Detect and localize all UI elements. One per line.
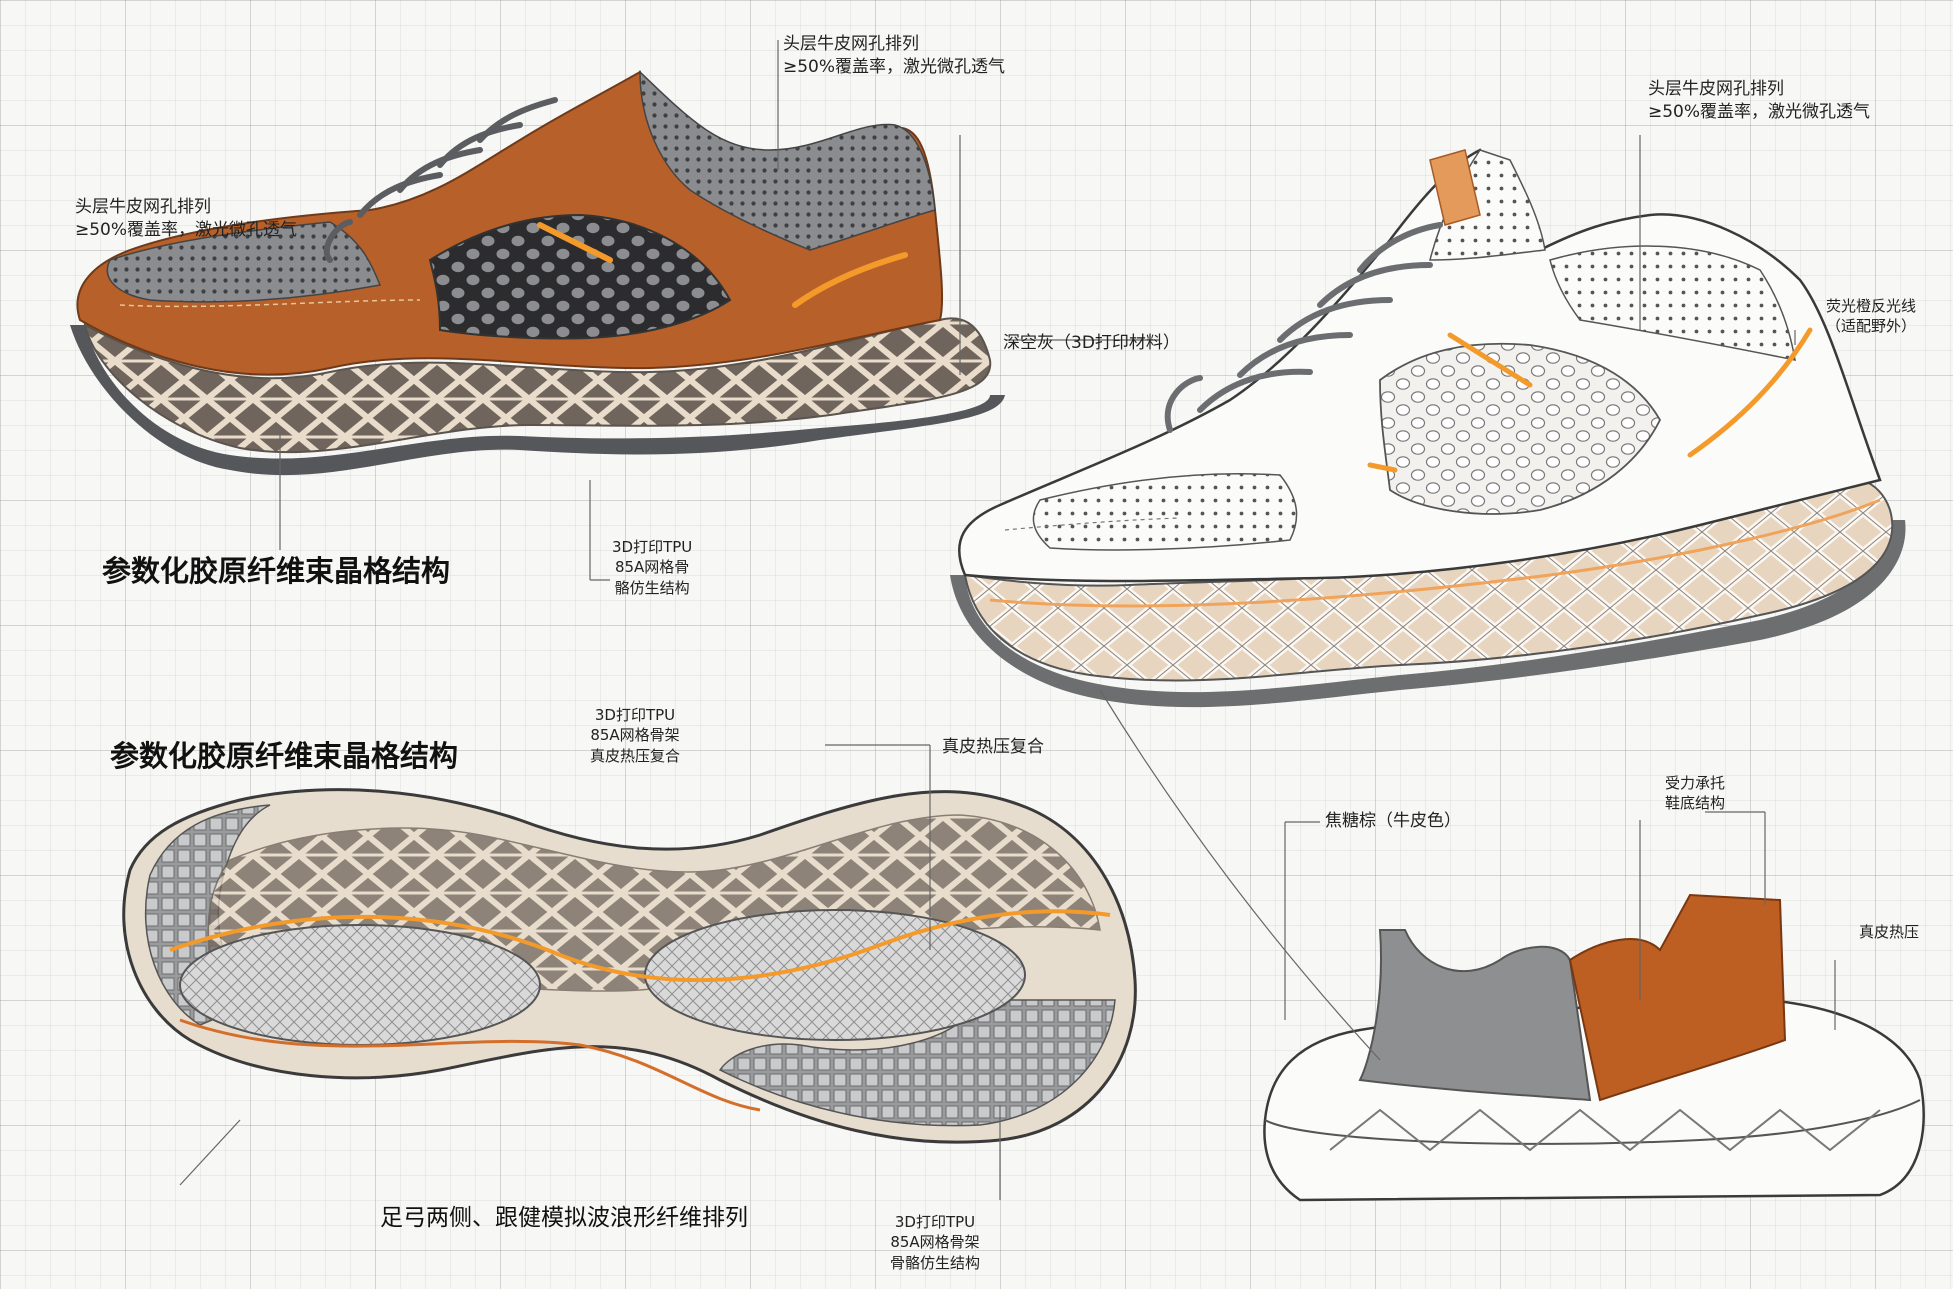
heel-sketch-lattice xyxy=(1329,1108,1881,1152)
callout-line: 骨骼仿生结构 xyxy=(890,1253,981,1272)
callout-mesh-top-center: 头层牛皮网孔排列 ≥50%覆盖率，激光微孔透气 xyxy=(783,33,1005,79)
leader-lines xyxy=(179,40,1836,1200)
sole-bottom-view xyxy=(122,788,1137,1144)
callout-caramel: 焦糖棕（牛皮色） xyxy=(1325,811,1461,831)
title-lattice-upper: 参数化胶原纤维束晶格结构 xyxy=(102,554,451,588)
laces xyxy=(323,97,558,263)
forefoot-insert-mesh xyxy=(644,909,1026,1041)
callout-support: 受力承托 鞋底结构 xyxy=(1665,773,1725,814)
callout-tpu-bottom: 3D打印TPU 85A网格骨架 骨骼仿生结构 xyxy=(890,1212,980,1273)
callout-line: 头层牛皮网孔排列 xyxy=(75,197,211,217)
caption-arch-fiber: 足弓两侧、跟健模拟波浪形纤维排列 xyxy=(380,1205,748,1231)
callout-leather-press: 真皮热压 xyxy=(1859,923,1920,941)
tongue-tab xyxy=(1429,149,1481,226)
callout-dark-grey: 深空灰（3D打印材料） xyxy=(1003,333,1180,353)
callout-line: 3D打印TPU xyxy=(594,706,676,724)
laces-sketch xyxy=(1164,222,1443,433)
reflective-line-sketch-1 xyxy=(1447,332,1533,388)
callout-tpu-upper: 3D打印TPU 85A网格骨 骼仿生结构 xyxy=(612,537,692,598)
callout-line: 头层牛皮网孔排列 xyxy=(1648,79,1784,99)
midsole-orange-line xyxy=(989,498,1881,608)
heel-colorblock-sketch xyxy=(1263,893,1925,1202)
callout-line: ≥50%覆盖率，激光微孔透气 xyxy=(783,56,1006,77)
callout-line: 头层牛皮网孔排列 xyxy=(783,34,919,54)
callout-leather-composite: 真皮热压复合 xyxy=(942,737,1044,757)
sole-orange-line xyxy=(169,909,1111,983)
sole-edge-line xyxy=(179,1018,761,1112)
outsole-rubber xyxy=(70,325,1005,476)
callout-line: 3D打印TPU xyxy=(894,1213,976,1231)
collar-mesh xyxy=(639,70,936,251)
heel-orange-panel xyxy=(1568,893,1787,1102)
shoe-perspective-sketch xyxy=(950,148,1906,708)
callout-tpu-middle: 3D打印TPU 85A网格骨架 真皮热压复合 xyxy=(590,705,680,766)
reflective-line-1 xyxy=(537,222,613,263)
callout-line: 鞋底结构 xyxy=(1665,794,1726,813)
callout-mesh-top-right: 头层牛皮网孔排列 ≥50%覆盖率，激光微孔透气 xyxy=(1648,78,1870,124)
callout-line: 85A网格骨架 xyxy=(590,726,680,745)
title-lattice-middle: 参数化胶原纤维束晶格结构 xyxy=(110,739,459,773)
heel-sketch-midsole-line xyxy=(1264,1099,1921,1145)
heel-insert-mesh xyxy=(179,924,541,1046)
honeycomb-panel xyxy=(428,213,732,340)
callout-line: ≥50%覆盖率，激光微孔透气 xyxy=(75,219,298,240)
callout-line: 85A网格骨 xyxy=(614,558,690,577)
callout-reflective: 荧光橙反光线 （适配野外） xyxy=(1826,296,1916,337)
forefoot-grip-pad xyxy=(718,999,1116,1127)
callout-line: 真皮热压复合 xyxy=(590,746,681,765)
callout-mesh-left: 头层牛皮网孔排列 ≥50%覆盖率，激光微孔透气 xyxy=(75,196,297,242)
honeycomb-sketch xyxy=(1379,342,1662,515)
reflective-line-2 xyxy=(792,252,908,308)
callout-line: 受力承托 xyxy=(1665,774,1726,792)
stitch-sketch xyxy=(1004,517,1181,531)
callout-line: 3D打印TPU xyxy=(612,538,693,556)
callout-line: 骼仿生结构 xyxy=(614,578,690,597)
stitch-line xyxy=(119,299,421,308)
callout-line: 85A网格骨架 xyxy=(890,1233,980,1252)
callout-line: 荧光橙反光线 xyxy=(1826,297,1917,315)
shoe-side-view-colored xyxy=(70,70,1005,476)
callout-line: ≥50%覆盖率，激光微孔透气 xyxy=(1648,101,1871,122)
vamp-perforation-sketch xyxy=(1032,472,1298,551)
midsole-lattice xyxy=(83,317,992,454)
callout-line: （适配野外） xyxy=(1826,317,1917,336)
reflective-accent xyxy=(1367,462,1398,473)
heel-perforation-sketch xyxy=(1549,245,1796,361)
reflective-line-sketch-2 xyxy=(1687,327,1813,458)
vamp-mesh xyxy=(106,221,382,303)
heel-grey-panel xyxy=(1358,929,1592,1102)
